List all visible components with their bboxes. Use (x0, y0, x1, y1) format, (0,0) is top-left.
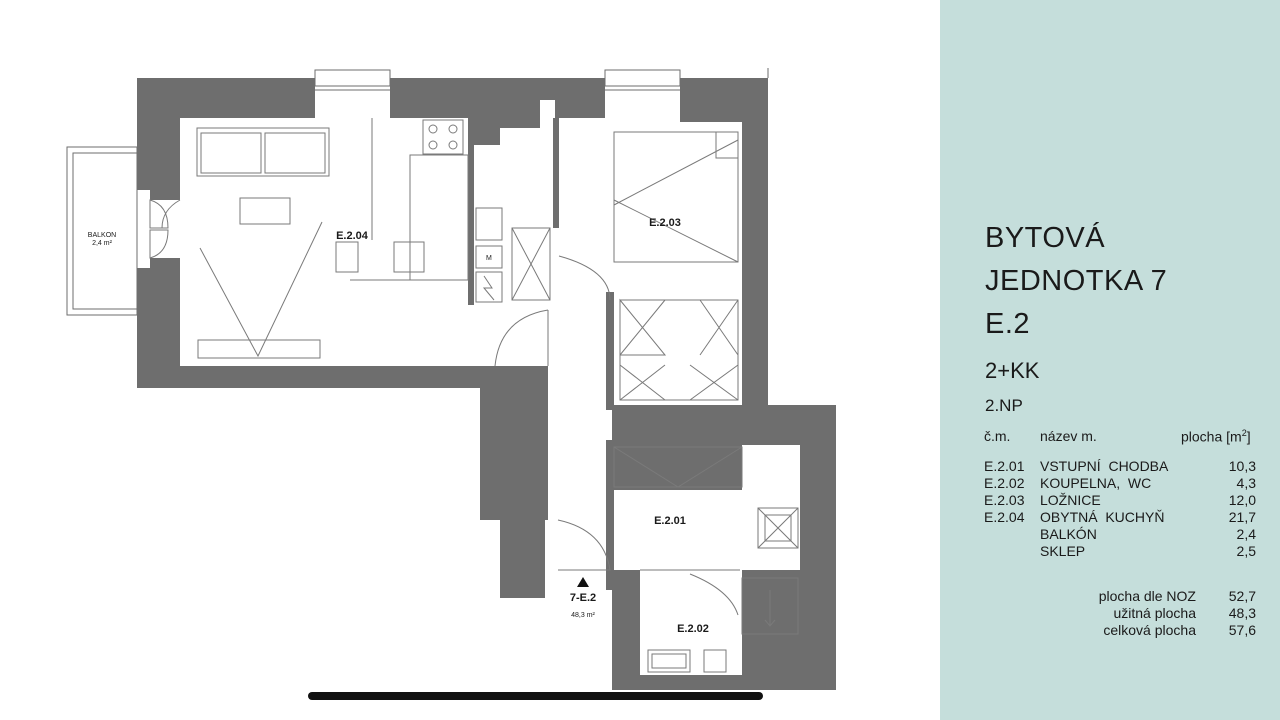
entrance-marker: 7-E.2 48,3 m² (570, 577, 596, 619)
bathroom-fixtures (647, 573, 799, 673)
room-area: 2,5 (1236, 543, 1256, 559)
living-door (494, 309, 549, 367)
room-label-e201: E.2.01 (654, 515, 686, 527)
balcony-door (149, 199, 181, 259)
title-line-1: BYTOVÁ (985, 222, 1106, 254)
living-furniture: M (196, 118, 551, 359)
room-row: SKLEP 2,5 (984, 543, 1256, 561)
entrance-code: 7-E.2 (570, 592, 596, 604)
total-row: užitná plocha 48,3 (984, 605, 1256, 623)
room-area: 12,0 (1228, 492, 1256, 508)
layout-type: 2+KK (985, 358, 1040, 383)
room-code: E.2.01 (984, 458, 1025, 474)
title-line-3: E.2 (985, 308, 1031, 340)
balcony: BALKON 2,4 m² (66, 146, 138, 316)
total-value: 48,3 (1228, 605, 1256, 621)
room-area: 21,7 (1228, 509, 1256, 525)
corridor-furniture (557, 446, 799, 571)
windows (314, 68, 769, 91)
room-name: SKLEP (1040, 543, 1086, 559)
room-code: E.2.02 (984, 475, 1025, 491)
total-label: celková plocha (1103, 622, 1196, 638)
room-name: LOŽNICE (1040, 492, 1101, 508)
column-name: název m. (1040, 428, 1097, 444)
room-name: KOUPELNA, WC (1040, 475, 1152, 491)
total-value: 52,7 (1228, 588, 1256, 604)
info-panel: BYTOVÁ JEDNOTKA 7 E.2 2+KK 2.NP č.m. náz… (940, 0, 1280, 720)
total-label: plocha dle NOZ (1098, 588, 1196, 604)
room-name: VSTUPNÍ CHODBA (1040, 458, 1169, 474)
bedroom-furniture (558, 131, 739, 401)
room-label-e203: E.2.03 (649, 217, 681, 229)
horizontal-scrollbar[interactable] (308, 692, 763, 700)
balcony-area: 2,4 m² (92, 240, 113, 247)
total-label: užitná plocha (1113, 605, 1196, 621)
room-label-e202: E.2.02 (677, 623, 709, 635)
column-area: plocha [m2] (1181, 428, 1251, 445)
floor-plan: BALKON 2,4 m² M (66, 68, 836, 700)
room-area: 2,4 (1236, 526, 1256, 542)
total-value: 57,6 (1228, 622, 1256, 638)
fridge-letter: M (486, 255, 492, 262)
room-row: BALKÓN 2,4 (984, 526, 1256, 544)
room-area: 4,3 (1236, 475, 1256, 491)
room-label-e204: E.2.04 (336, 230, 369, 242)
room-row: E.2.03 LOŽNICE 12,0 (984, 492, 1256, 510)
title-line-2: JEDNOTKA 7 (985, 265, 1168, 297)
room-row: E.2.01 VSTUPNÍ CHODBA 10,3 (984, 458, 1256, 476)
total-row: plocha dle NOZ 52,7 (984, 588, 1256, 606)
total-row: celková plocha 57,6 (984, 622, 1256, 640)
room-name: OBYTNÁ KUCHYŇ (1040, 509, 1165, 525)
entrance-area: 48,3 m² (571, 612, 595, 619)
balcony-label: BALKON (88, 232, 116, 239)
floor-label: 2.NP (985, 396, 1023, 415)
room-code: E.2.04 (984, 509, 1025, 525)
room-row: E.2.02 KOUPELNA, WC 4,3 (984, 475, 1256, 493)
column-code: č.m. (984, 428, 1011, 444)
walls (137, 78, 836, 690)
room-row: E.2.04 OBYTNÁ KUCHYŇ 21,7 (984, 509, 1256, 527)
room-name: BALKÓN (1040, 526, 1097, 542)
room-code: E.2.03 (984, 492, 1025, 508)
room-area: 10,3 (1228, 458, 1256, 474)
